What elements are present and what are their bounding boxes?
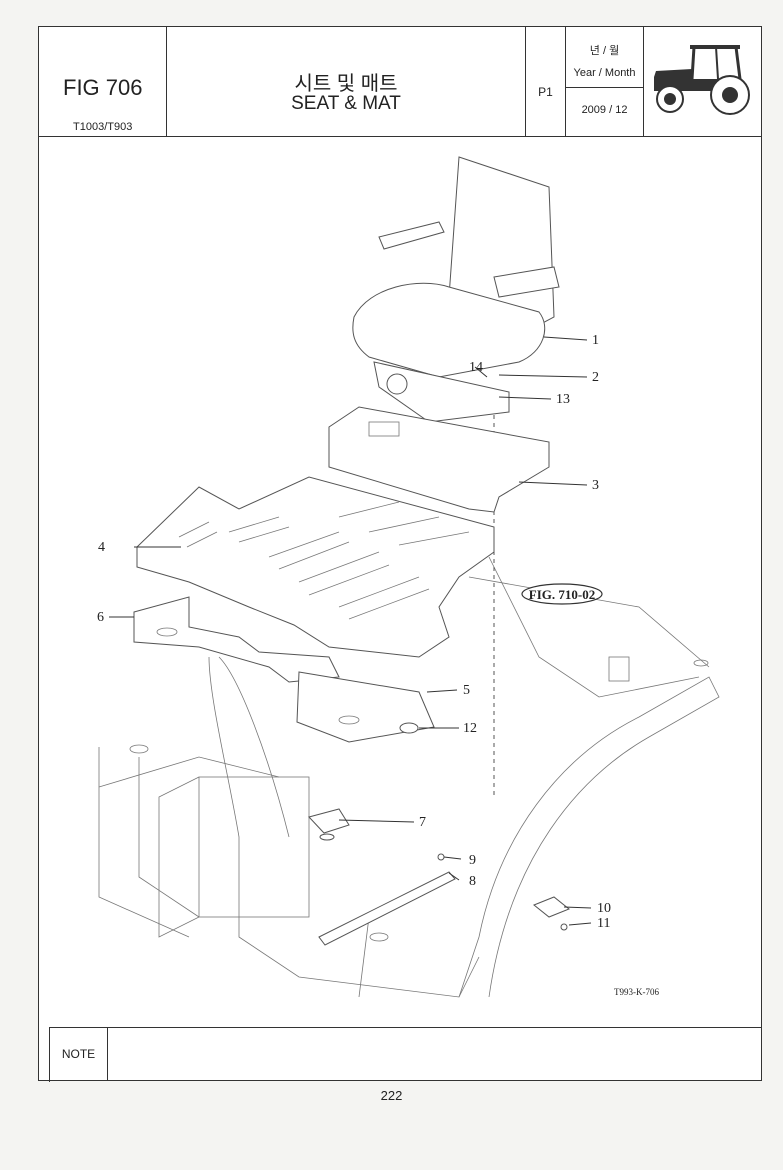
callout-5: 5: [463, 683, 470, 698]
date-cell: 년 / 월 Year / Month 2009 / 12: [566, 27, 644, 136]
callout-10: 10: [597, 901, 611, 916]
callout-6: 6: [97, 610, 104, 625]
page-label-cell: P1: [526, 27, 566, 136]
date-label-korean: 년 / 월: [589, 45, 620, 57]
model-codes: T1003/T903: [73, 121, 133, 133]
figure-reference: FIG. 710-02: [529, 587, 595, 602]
header-block: FIG 706 T1003/T903 시트 및 매트 SEAT & MAT P1…: [39, 27, 761, 137]
parts-sheet: FIG 706 T1003/T903 시트 및 매트 SEAT & MAT P1…: [38, 26, 762, 1082]
cover-strip: [318, 871, 456, 946]
underlay-mat-center: [296, 671, 435, 743]
title-cell: 시트 및 매트 SEAT & MAT: [167, 27, 526, 136]
upper-mat: [328, 406, 550, 513]
bolt: [437, 853, 445, 861]
callout-1: 1: [592, 333, 599, 348]
floor-mat: [136, 476, 495, 658]
title-english: SEAT & MAT: [291, 93, 401, 114]
callout-8: 8: [469, 874, 476, 889]
callout-12: 12: [463, 721, 477, 736]
note-label: NOTE: [50, 1028, 108, 1081]
title-korean: 시트 및 매트: [294, 73, 398, 95]
page-label: P1: [538, 85, 553, 99]
callout-13: 13: [556, 392, 570, 407]
reference-bubble: [521, 583, 603, 605]
boot-cover: [308, 808, 350, 834]
thumbnail-cell: [644, 27, 763, 136]
date-value: 2009 / 12: [581, 104, 628, 116]
drawing-code: T993-K-706: [614, 987, 659, 997]
figure-cell: FIG 706 T1003/T903: [39, 27, 167, 136]
figure-number: FIG 706: [63, 75, 143, 100]
plate: [533, 896, 570, 918]
date-label-english: Year / Month: [573, 67, 636, 79]
callout-14: 14: [469, 360, 483, 375]
date-divider: [566, 87, 643, 88]
callout-2: 2: [592, 370, 599, 385]
callout-11: 11: [597, 916, 610, 931]
callout-9: 9: [469, 853, 476, 868]
note-box: NOTE: [49, 1027, 761, 1082]
page-number: 222: [380, 1088, 403, 1103]
grommet: [399, 722, 419, 734]
callout-3: 3: [592, 478, 599, 493]
callout-7: 7: [419, 815, 426, 830]
underlay-mat-left: [133, 596, 340, 683]
exploded-parts-diagram: 1 2 3 4 5 6 7 8 9 10 11 12 13 14 FIG. 71…: [97, 156, 720, 998]
tractor-icon: [654, 45, 750, 115]
callout-4: 4: [98, 540, 105, 555]
seat-assembly: [352, 156, 560, 423]
